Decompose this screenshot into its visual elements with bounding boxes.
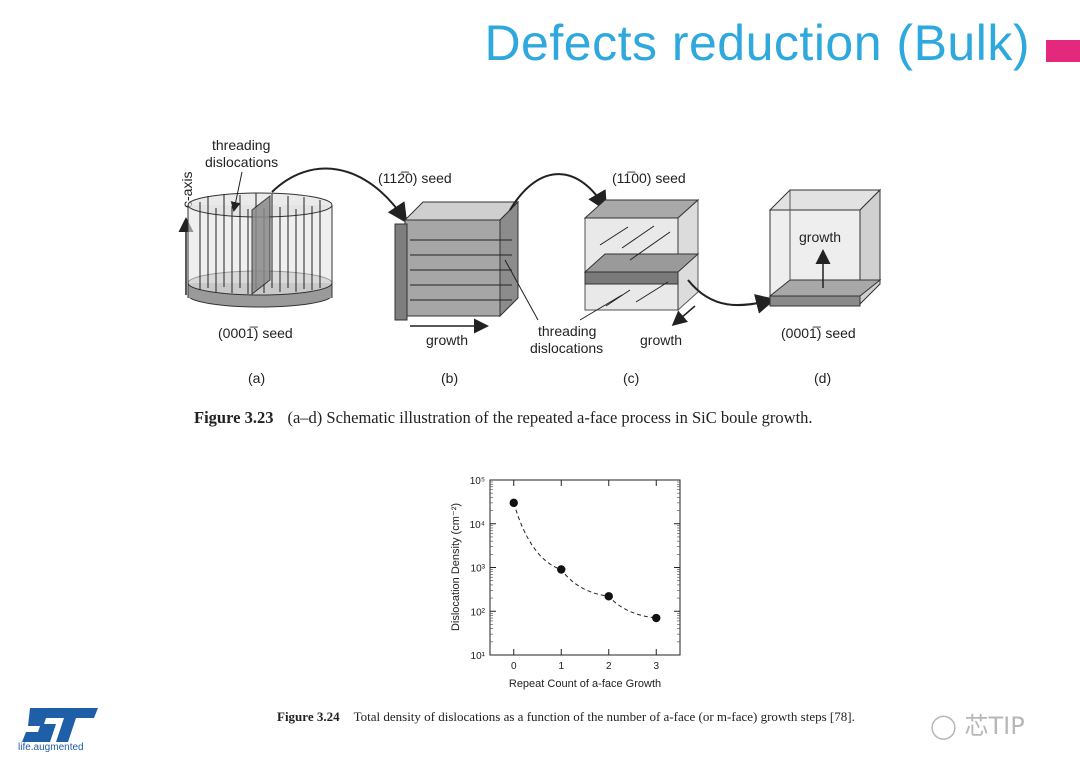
slide-title: Defects reduction (Bulk) <box>484 15 1030 71</box>
x-tick-label: 1 <box>558 661 564 672</box>
threading-label-c-1: threading <box>538 323 596 339</box>
panel-label-b: (b) <box>441 370 458 386</box>
pointer-arrow-c2 <box>579 294 623 321</box>
growth-arrow-c <box>671 305 696 326</box>
panel-label-a: (a) <box>248 370 265 386</box>
pointer-arrow-a <box>230 171 243 212</box>
panel-c-cube <box>583 198 700 312</box>
st-logo-icon <box>22 708 98 742</box>
y-tick-label: 10² <box>471 607 486 618</box>
defect-process-diagram: c-axis threading dislocations (0001̅) se… <box>178 137 882 386</box>
caption-number-324: Figure 3.24 <box>277 709 340 724</box>
pointer-arrow-c1 <box>504 259 539 321</box>
y-axis-label: Dislocation Density (cm⁻²) <box>450 503 462 631</box>
threading-label-a-1: threading <box>212 137 270 153</box>
data-point <box>652 613 661 623</box>
wechat-icon: ◯ <box>930 712 957 740</box>
x-tick-label: 0 <box>511 661 517 672</box>
logo-tagline: life.augmented <box>18 742 84 753</box>
panel-b-cube <box>394 200 520 321</box>
panel-label-c: (c) <box>623 370 639 386</box>
trend-line <box>513 502 657 619</box>
caption-text-323: (a–d) Schematic illustration of the repe… <box>287 408 813 427</box>
x-axis-label: Repeat Count of a-face Growth <box>509 678 661 690</box>
caption-number-323: Figure 3.23 <box>194 408 274 427</box>
transfer-arrow-bc <box>509 173 608 212</box>
threading-label-c-2: dislocations <box>530 340 603 356</box>
y-tick-label: 10³ <box>471 564 486 575</box>
caption-text-324: Total density of dislocations as a funct… <box>353 709 855 724</box>
watermark: ◯ 芯TIP <box>930 706 1025 741</box>
x-tick-label: 2 <box>606 661 612 672</box>
growth-label-c: growth <box>640 332 682 348</box>
data-point <box>509 498 518 508</box>
plot-frame <box>489 479 681 656</box>
seed-label-a: (0001̅) seed <box>218 325 293 341</box>
transfer-arrow-cd <box>687 279 776 314</box>
seed-label-c: (11̅00) seed <box>612 170 686 186</box>
growth-label-d: growth <box>799 229 841 245</box>
transfer-arrow-ab <box>271 167 408 224</box>
threading-label-a-2: dislocations <box>205 154 278 170</box>
y-tick-label: 10⁴ <box>470 520 485 531</box>
watermark-text: 芯TIP <box>964 712 1025 740</box>
data-point <box>604 592 613 601</box>
title-accent-mark <box>1046 40 1080 62</box>
figure-caption-323: Figure 3.23 (a–d) Schematic illustration … <box>194 408 813 428</box>
growth-label-b: growth <box>426 332 468 348</box>
seed-label-d: (0001̅) seed <box>781 325 856 341</box>
x-tick-label: 3 <box>653 661 659 672</box>
dislocation-density-chart: 10¹ 10² 10³ 10⁴ 10⁵ 0 1 2 3 Dislocation Density… <box>450 476 681 690</box>
c-axis-label: c-axis <box>179 171 195 208</box>
data-point <box>557 565 566 574</box>
panel-d-cube <box>768 188 882 307</box>
figure-caption-324: Figure 3.24 Total density of dislocations… <box>277 708 867 725</box>
y-tick-label: 10¹ <box>471 651 486 662</box>
seed-label-b: (112̅0) seed <box>378 170 452 186</box>
panel-a-cylinder: c-axis <box>178 171 333 308</box>
panel-label-d: (d) <box>814 370 831 386</box>
y-tick-label: 10⁵ <box>470 476 485 487</box>
